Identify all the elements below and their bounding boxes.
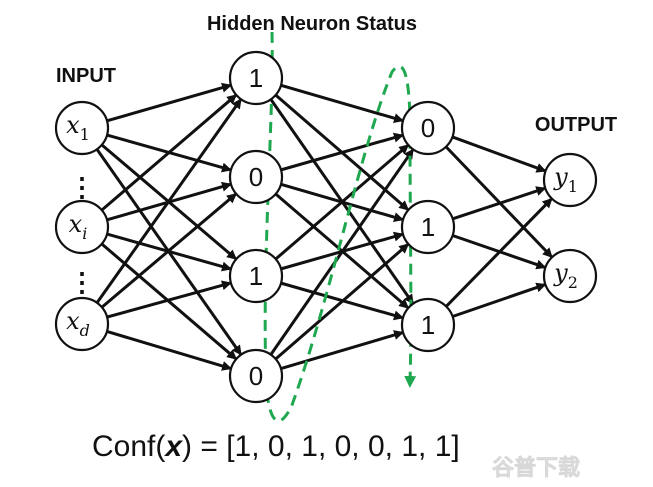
input-label: INPUT xyxy=(56,65,116,87)
watermark-logo: 谷普下载 xyxy=(492,455,580,481)
connection-edges xyxy=(95,82,553,371)
edge-hidden2-2-output-1 xyxy=(452,282,547,318)
conf-vector: ) = [1, 0, 1, 0, 0, 1, 1] xyxy=(182,430,460,463)
edge-input-2-hidden1-2 xyxy=(106,280,232,319)
output-node-2-subscript: 2 xyxy=(568,273,578,292)
edge-hidden1-0-hidden2-0 xyxy=(280,83,404,124)
edge-input-1-hidden1-0 xyxy=(100,94,238,212)
edge-input-2-hidden1-1 xyxy=(100,193,237,309)
hidden1-node-4-value: 0 xyxy=(249,361,263,391)
edge-hidden2-0-output-0 xyxy=(451,135,547,173)
output-node-2-label: y2 xyxy=(553,259,578,292)
input-node-2-subscript: i xyxy=(82,224,87,243)
input-ellipsis-lower: ⋮ xyxy=(69,267,95,297)
output-node-2-var: y xyxy=(553,259,568,287)
conf-variable: x xyxy=(163,430,183,463)
hidden1-node-3-value: 1 xyxy=(249,261,263,291)
edge-input-0-hidden1-0 xyxy=(106,82,232,123)
hidden2-node-2-value: 1 xyxy=(421,212,435,242)
input-node-1 xyxy=(54,100,110,156)
hidden1-node-3 xyxy=(228,248,284,304)
input-node-1-var: x xyxy=(66,111,80,139)
input-node-3 xyxy=(54,296,110,352)
edge-input-2-hidden1-3 xyxy=(106,330,233,371)
input-node-3-var: x xyxy=(66,307,80,335)
diagram-title: Hidden Neuron Status xyxy=(207,13,417,35)
edge-hidden2-2-output-0 xyxy=(445,197,553,308)
input-node-2-var: x xyxy=(69,210,83,238)
edge-hidden2-1-output-0 xyxy=(452,186,547,221)
input-node-2-label: xi xyxy=(69,210,88,243)
output-node-1 xyxy=(542,152,598,208)
input-node-2 xyxy=(54,199,110,255)
output-label: OUTPUT xyxy=(535,114,617,136)
edge-hidden1-2-hidden2-0 xyxy=(274,144,410,261)
conf-prefix: Conf( xyxy=(92,430,165,463)
hidden2-node-1-value: 0 xyxy=(421,113,435,143)
hidden-status-dashed-path xyxy=(263,31,417,423)
input-node-1-subscript: 1 xyxy=(80,125,90,144)
hidden1-node-2-value: 0 xyxy=(249,162,263,192)
hidden2-node-2 xyxy=(400,199,456,255)
output-node-1-label: y1 xyxy=(553,163,578,196)
edge-hidden2-0-output-1 xyxy=(444,145,553,258)
edge-hidden1-1-hidden2-0 xyxy=(280,132,404,172)
hidden2-node-3 xyxy=(400,297,456,353)
configuration-formula: Conf(x) = [1, 0, 1, 0, 0, 1, 1] xyxy=(92,430,460,463)
input-node-3-label: xd xyxy=(66,307,90,340)
hidden2-node-1 xyxy=(400,100,456,156)
hidden2-node-3-value: 1 xyxy=(421,310,435,340)
edge-hidden1-3-hidden2-1 xyxy=(274,243,410,361)
edge-hidden1-3-hidden2-2 xyxy=(280,330,405,371)
edge-input-2-hidden1-0 xyxy=(95,98,242,304)
input-node-1-label: x1 xyxy=(66,111,90,144)
input-node-3-subscript: d xyxy=(80,321,90,340)
hidden1-node-1 xyxy=(228,50,284,106)
input-ellipsis-upper: ⋮ xyxy=(69,172,95,202)
hidden1-node-2 xyxy=(228,149,284,205)
output-node-2 xyxy=(542,248,598,304)
output-node-1-subscript: 1 xyxy=(568,177,578,196)
hidden1-node-1-value: 1 xyxy=(249,63,263,93)
hidden1-node-4 xyxy=(228,348,284,404)
output-node-1-var: y xyxy=(553,163,568,191)
edge-hidden1-3-hidden2-0 xyxy=(269,148,414,356)
